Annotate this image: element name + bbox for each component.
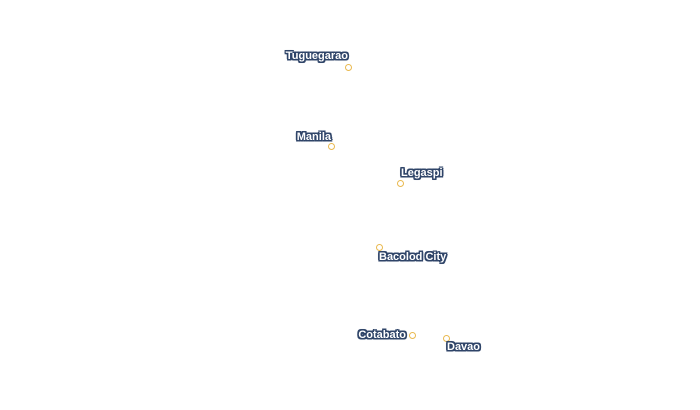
city-dot-icon [344,63,352,71]
city-label-davao: Davao [447,341,481,353]
city-dot-icon [327,142,335,150]
city-dot-icon [396,179,404,187]
city-dot-icon [375,243,383,251]
city-label-cotabato: Cotabato [358,329,406,341]
city-label-manila: Manila [296,131,331,143]
city-label-legaspi: Legaspi [401,167,443,179]
city-dot-icon [408,331,416,339]
city-label-tuguegarao: Tuguegarao [285,50,348,62]
city-label-bacolod-city: Bacolod City [379,251,447,263]
city-dot-icon [442,334,450,342]
